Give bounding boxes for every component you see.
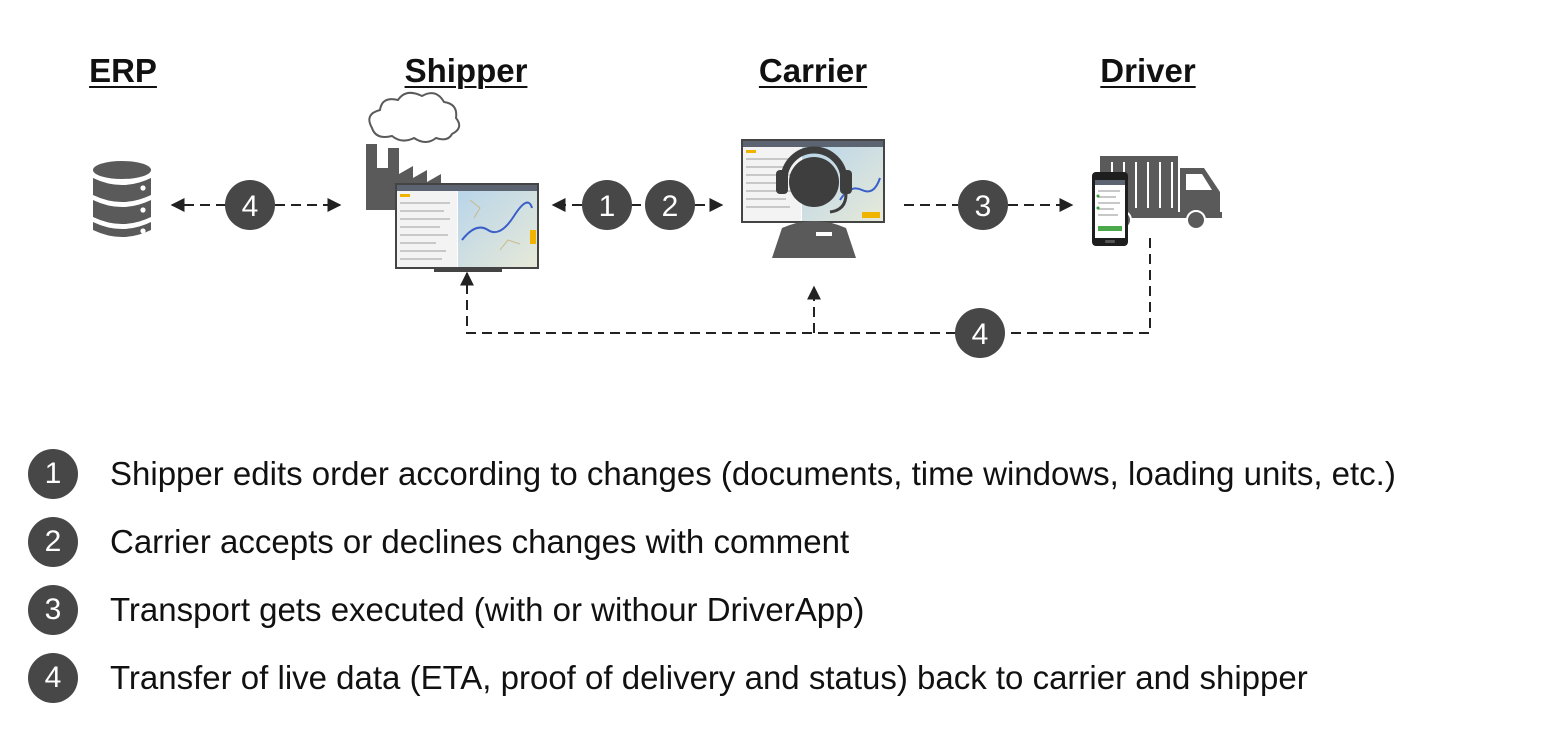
monitor-icon xyxy=(395,183,539,272)
legend-number-badge: 1 xyxy=(28,449,78,499)
heading-driver: Driver xyxy=(1100,52,1196,89)
flow-badge-shipper-carrier-2: 2 xyxy=(645,180,695,230)
legend-number-badge: 2 xyxy=(28,517,78,567)
driver-return-link xyxy=(460,238,1151,334)
flow-badge-shipper-carrier-1: 1 xyxy=(582,180,632,230)
svg-text:4: 4 xyxy=(242,190,259,223)
legend-item: 4 Transfer of live data (ETA, proof of d… xyxy=(28,644,1543,712)
legend-number-badge: 4 xyxy=(28,653,78,703)
heading-carrier: Carrier xyxy=(758,52,868,89)
legend-number-badge: 3 xyxy=(28,585,78,635)
heading-shipper: Shipper xyxy=(404,52,528,89)
legend-text: Transport gets executed (with or withour… xyxy=(110,591,865,628)
svg-text:3: 3 xyxy=(975,190,992,223)
svg-text:4: 4 xyxy=(972,318,989,351)
legend-text: Transfer of live data (ETA, proof of del… xyxy=(110,659,1308,696)
flow-badge-carrier-driver: 3 xyxy=(958,180,1008,230)
smartphone-icon xyxy=(1092,172,1128,246)
heading-erp: ERP xyxy=(89,52,157,89)
database-icon xyxy=(93,161,151,237)
svg-text:1: 1 xyxy=(599,190,616,223)
flow-diagram: 4 1 2 xyxy=(93,91,1222,358)
flow-badge-erp-shipper: 4 xyxy=(225,180,275,230)
legend-item: 3 Transport gets executed (with or witho… xyxy=(28,576,1543,644)
operator-headset-icon xyxy=(772,146,856,258)
legend-text: Carrier accepts or declines changes with… xyxy=(110,523,850,560)
legend-item: 2 Carrier accepts or declines changes wi… xyxy=(28,508,1543,576)
flow-badge-driver-return: 4 xyxy=(955,308,1005,358)
svg-text:2: 2 xyxy=(662,190,679,223)
legend-item: 1 Shipper edits order according to chang… xyxy=(28,440,1543,508)
legend: 1 Shipper edits order according to chang… xyxy=(28,440,1543,712)
legend-text: Shipper edits order according to changes… xyxy=(110,455,1396,492)
